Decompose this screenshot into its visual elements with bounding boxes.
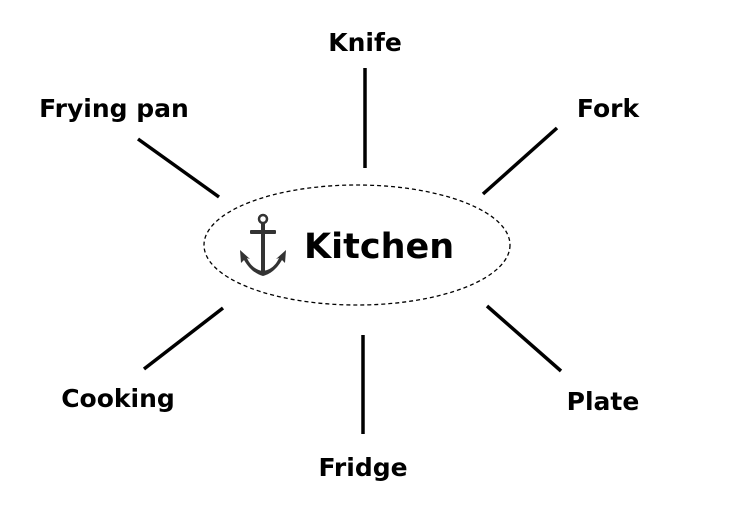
- anchor-icon: [240, 213, 286, 276]
- connector-frying-pan: [136, 137, 221, 199]
- center-ellipse: [203, 184, 511, 306]
- node-cooking[interactable]: Cooking: [61, 384, 175, 413]
- connector-fork: [481, 126, 559, 196]
- center-node[interactable]: Kitchen: [203, 184, 511, 306]
- connector-plate: [485, 304, 563, 373]
- node-fork[interactable]: Fork: [577, 94, 641, 123]
- node-knife[interactable]: Knife: [328, 28, 402, 57]
- node-frying-pan[interactable]: Frying pan: [39, 94, 189, 123]
- node-fridge[interactable]: Fridge: [318, 453, 407, 482]
- connector-cooking: [142, 306, 225, 371]
- center-label: Kitchen: [304, 227, 454, 267]
- node-plate[interactable]: Plate: [567, 387, 640, 416]
